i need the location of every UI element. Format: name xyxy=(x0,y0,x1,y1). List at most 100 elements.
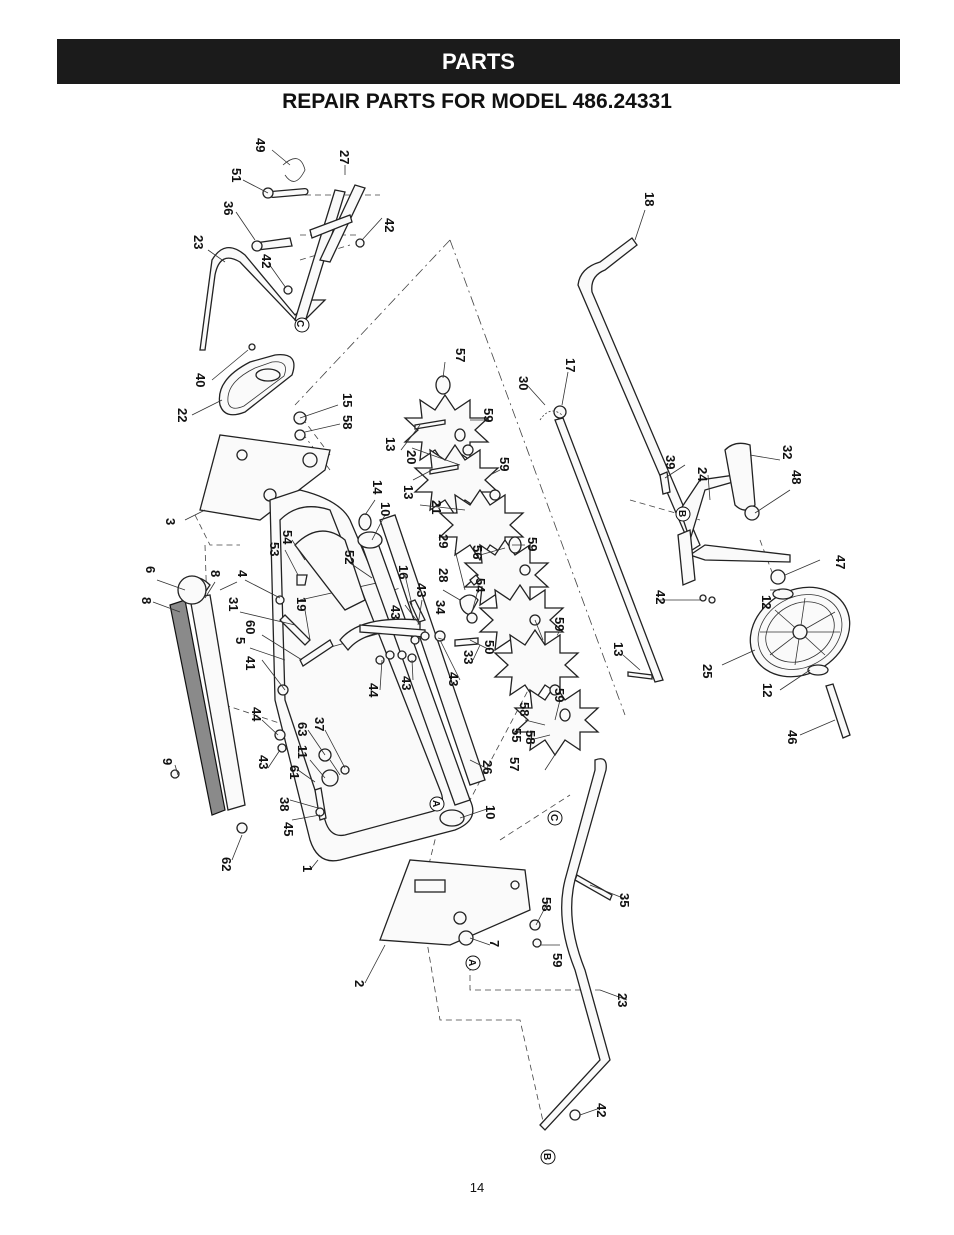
callout-10: 10 xyxy=(483,805,498,819)
callout-46: 46 xyxy=(785,730,800,744)
callout-3: 3 xyxy=(163,518,178,525)
side-plate-upper xyxy=(199,411,331,521)
callout-8: 8 xyxy=(139,597,154,604)
sprocket xyxy=(177,575,207,605)
callout-45: 45 xyxy=(281,822,296,836)
callout-labels: 49 51 27 36 42 23 42 C 40 22 57 15 58 13… xyxy=(139,138,848,1160)
callout-6: 6 xyxy=(143,566,158,573)
tine-bars xyxy=(169,576,248,834)
callout-17: 17 xyxy=(563,358,578,372)
callout-50: 50 xyxy=(482,640,497,654)
callout-8: 8 xyxy=(208,570,223,577)
callout-13: 13 xyxy=(401,485,416,499)
wheel-assembly xyxy=(749,586,851,739)
callout-28: 28 xyxy=(436,568,451,582)
callout-57: 57 xyxy=(507,757,522,771)
callout-12: 12 xyxy=(760,683,775,697)
callout-61: 61 xyxy=(287,765,302,779)
linkage-hardware xyxy=(339,574,481,665)
callout-22: 22 xyxy=(175,408,190,422)
callout-42: 42 xyxy=(382,218,397,232)
marker-c: C xyxy=(294,320,305,327)
callout-33: 33 xyxy=(461,650,476,664)
callout-53: 53 xyxy=(267,542,282,556)
callout-59: 59 xyxy=(552,617,567,631)
callout-37: 37 xyxy=(312,717,327,731)
page-number: 14 xyxy=(469,1180,485,1195)
callout-13: 13 xyxy=(383,437,398,451)
callout-29: 29 xyxy=(436,534,451,548)
callout-31: 31 xyxy=(226,597,241,611)
callout-57: 57 xyxy=(453,348,468,362)
callout-40: 40 xyxy=(193,373,208,387)
spike-wheels xyxy=(403,375,600,757)
callout-34: 34 xyxy=(433,600,448,615)
marker-b: B xyxy=(541,1153,552,1160)
side-plate-lower xyxy=(379,859,531,946)
callout-58: 58 xyxy=(523,730,538,744)
callout-58: 58 xyxy=(539,897,554,911)
callout-19: 19 xyxy=(294,597,309,611)
callout-62: 62 xyxy=(219,857,234,871)
callout-43: 43 xyxy=(388,605,403,619)
callout-16: 16 xyxy=(396,565,411,579)
callout-18: 18 xyxy=(642,192,657,206)
callout-44: 44 xyxy=(366,683,381,698)
callout-48: 48 xyxy=(789,470,804,484)
callout-36: 36 xyxy=(221,201,236,215)
callout-63: 63 xyxy=(295,722,310,736)
marker-c: C xyxy=(548,814,559,821)
callout-42: 42 xyxy=(594,1103,609,1117)
belt-assembly xyxy=(218,343,295,416)
callout-43: 43 xyxy=(446,672,461,686)
upper-handle-assembly xyxy=(199,158,366,351)
callout-60: 60 xyxy=(243,620,258,634)
callout-58: 58 xyxy=(517,702,532,716)
callout-4: 4 xyxy=(235,570,250,578)
callout-32: 32 xyxy=(780,445,795,459)
lower-handle xyxy=(529,758,613,1131)
callout-56: 56 xyxy=(470,545,485,559)
callout-23: 23 xyxy=(191,235,206,249)
callout-11: 11 xyxy=(295,745,310,759)
callout-13: 13 xyxy=(611,642,626,656)
callout-43: 43 xyxy=(414,583,429,597)
side-bar xyxy=(357,513,486,827)
section-banner: PARTS xyxy=(57,39,900,84)
marker-a: A xyxy=(466,959,477,966)
callout-25: 25 xyxy=(700,664,715,678)
callout-51: 51 xyxy=(229,168,244,182)
callout-12: 12 xyxy=(759,595,774,609)
banner-label: PARTS xyxy=(442,48,515,74)
callout-5: 5 xyxy=(233,637,248,644)
callout-26: 26 xyxy=(480,760,495,774)
callout-14: 14 xyxy=(370,480,385,495)
callout-41: 41 xyxy=(243,656,258,670)
hardware-left xyxy=(274,574,385,821)
callout-39: 39 xyxy=(663,455,678,469)
callout-59: 59 xyxy=(481,408,496,422)
callout-59: 59 xyxy=(552,688,567,702)
callout-47: 47 xyxy=(833,555,848,569)
callout-1: 1 xyxy=(300,865,315,872)
callout-27: 27 xyxy=(337,150,352,164)
callout-54: 54 xyxy=(473,578,488,593)
callout-43: 43 xyxy=(399,676,414,690)
callout-58: 58 xyxy=(340,415,355,429)
page-title: REPAIR PARTS FOR MODEL 486.24331 xyxy=(282,90,672,113)
callout-59: 59 xyxy=(550,953,565,967)
callout-7: 7 xyxy=(487,940,502,947)
callout-43: 43 xyxy=(256,755,271,769)
callout-49: 49 xyxy=(253,138,268,152)
callout-30: 30 xyxy=(516,376,531,390)
callout-42: 42 xyxy=(653,590,668,604)
callout-52: 52 xyxy=(342,550,357,564)
callout-15: 15 xyxy=(340,393,355,407)
callout-54: 54 xyxy=(280,530,295,545)
callout-24: 24 xyxy=(695,467,710,482)
callout-9: 9 xyxy=(160,758,175,765)
callout-35: 35 xyxy=(617,893,632,907)
marker-a: A xyxy=(430,800,441,807)
marker-b: B xyxy=(676,510,687,517)
callout-21: 21 xyxy=(429,500,444,514)
